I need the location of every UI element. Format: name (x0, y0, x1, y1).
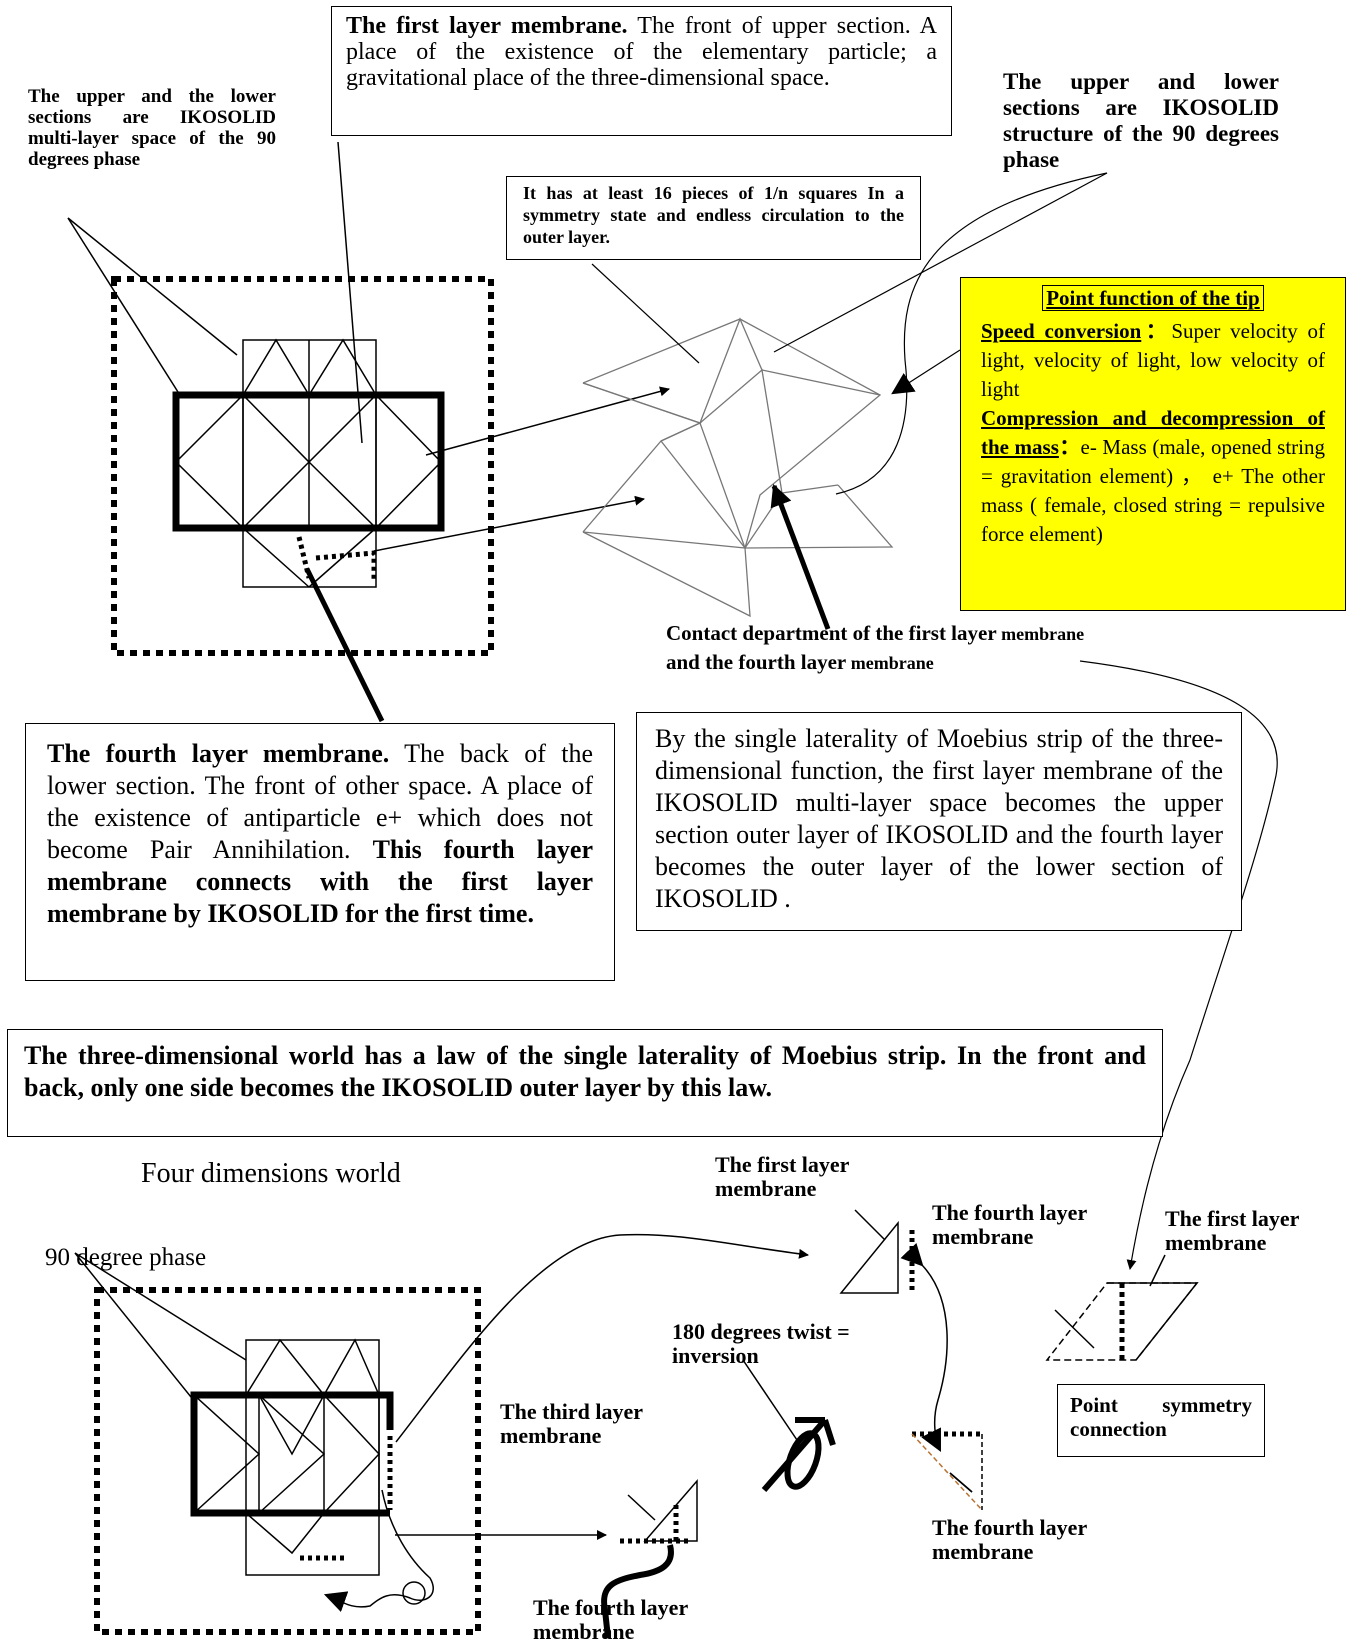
upper-lower-right-label: The upper and lower sections are IKOSOLI… (1003, 69, 1279, 172)
label-first-layer-a: The first layer membrane (715, 1152, 850, 1201)
speed-text: Super velocity of light, velocity of lig… (981, 319, 1325, 401)
first-layer-box-title: The first layer membrane. (346, 13, 628, 39)
ikosolid-figure (582, 172, 1278, 1270)
fourth-layer-box: The fourth layer membrane. The back of t… (25, 723, 615, 981)
label-twist: 180 degrees twist = inversion (672, 1319, 850, 1368)
contact-line2a: and the fourth layer (666, 650, 847, 674)
bottom-dotted-frame (94, 1287, 481, 1635)
upper-lower-left-label: The upper and the lower sections are IKO… (28, 86, 276, 170)
contact-line2b: membrane (846, 653, 934, 673)
label-fourth-layer-c: The fourth layer membrane (932, 1515, 1087, 1564)
tip-box-title: Point function of the tip (1042, 285, 1264, 311)
first-layer-box-text: The front of upper section. A place of t… (346, 13, 937, 91)
squares-box-text: It has at least 16 pieces of 1/n squares… (523, 183, 904, 247)
first-layer-box: The first layer membrane. The front of u… (331, 6, 952, 136)
tip-function-box: Point function of the tip Speed conversi… (960, 277, 1346, 611)
fourth-layer-box-bold: This fourth layer membrane connects with… (47, 835, 593, 928)
fourth-layer-box-title: The fourth layer membrane. (47, 739, 390, 768)
law-box-text: The three-dimensional world has a law of… (24, 1041, 1146, 1102)
contact-line1a: Contact department of the first layer (666, 621, 997, 645)
contact-label: Contact department of the first layer me… (666, 619, 1226, 677)
compress-label: Compression and decompression of the mas… (981, 406, 1325, 459)
point-symmetry-text: Point symmetry connection (1070, 1393, 1252, 1441)
four-dim-title: Four dimensions world (141, 1158, 401, 1189)
speed-label: Speed conversion (981, 319, 1142, 343)
top-left-pointers (67, 141, 670, 723)
bottom-pointers (74, 1233, 809, 1613)
point-symmetry-box: Point symmetry connection (1057, 1384, 1265, 1457)
law-box: The three-dimensional world has a law of… (7, 1029, 1163, 1137)
moebius-box: By the single laterality of Moebius stri… (636, 712, 1242, 931)
small-membrane-shapes (601, 1209, 1199, 1639)
top-dotted-frame (111, 276, 494, 656)
fourth-layer-box-text: The back of the lower section. The front… (47, 739, 593, 864)
moebius-box-text: By the single laterality of Moebius stri… (655, 724, 1223, 913)
squares-box: It has at least 16 pieces of 1/n squares… (506, 176, 921, 260)
compress-sep: ： (1058, 435, 1081, 459)
label-first-layer-b: The first layer membrane (1165, 1206, 1300, 1255)
label-third-layer: The third layer membrane (500, 1399, 643, 1448)
speed-sep: ： (1141, 319, 1172, 343)
phase-label: 90 degree phase (45, 1244, 207, 1271)
label-fourth-layer-b: The fourth layer membrane (533, 1595, 688, 1644)
label-fourth-layer-a: The fourth layer membrane (932, 1200, 1087, 1249)
compress-text: e- Mass (male, opened string = gravitati… (981, 435, 1325, 546)
contact-line1b: membrane (996, 624, 1085, 644)
top-left-figure (111, 276, 494, 656)
bottom-left-figure (94, 1287, 481, 1635)
